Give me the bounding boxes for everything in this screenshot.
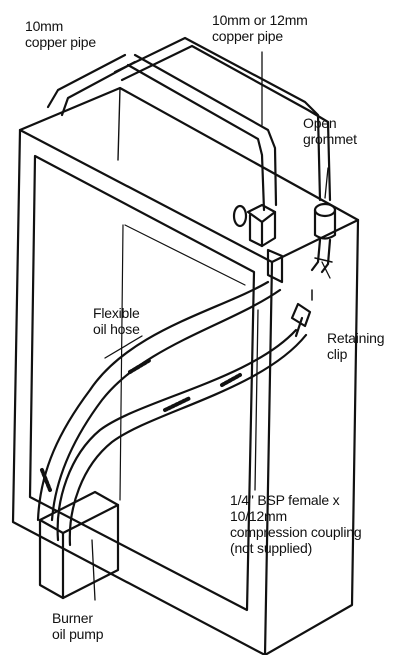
tank-front-outer [11,128,274,655]
flexible-oil-hose [36,280,308,547]
retaining-clip-icon [310,238,333,301]
label-open-grommet: Open grommet [303,115,357,147]
label-10mm-copper-pipe: 10mm copper pipe [25,18,96,50]
tank-inner-vertical [119,224,124,501]
tank-back-top [124,224,246,286]
grommet-icon [313,202,337,240]
tank-front-inner [28,154,256,612]
tank [11,86,360,655]
valve-icon [232,203,284,284]
label-retaining-clip: Retaining clip [327,330,385,362]
label-10-12mm-copper-pipe: 10mm or 12mm copper pipe [212,12,308,44]
leader-lines [91,51,331,601]
burner-oil-pump [38,490,120,600]
tank-side [263,218,360,655]
label-flexible-oil-hose: Flexible oil hose [93,305,140,337]
copper-pipe-10mm [46,53,278,212]
label-compression-coupling: 1/4" BSP female x 10/12mm compression co… [230,492,362,556]
coupling-icon [290,302,312,338]
label-burner-oil-pump: Burner oil pump [52,610,104,642]
tank-back-edge [117,87,121,161]
tank-top [18,86,360,264]
copper-pipe-1012mm [113,36,332,202]
